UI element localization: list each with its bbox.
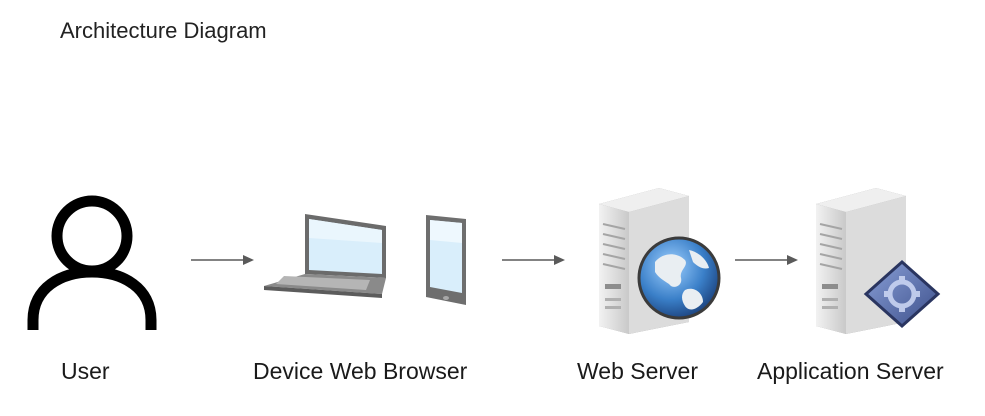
application-server-icon [816,188,941,334]
app-server-label: Application Server [757,358,944,384]
user-node[interactable] [27,188,157,333]
web-server-label: Web Server [577,358,699,384]
browser-label: Device Web Browser [253,358,468,384]
app-server-node[interactable] [810,186,945,336]
web-server-globe-icon [599,188,721,334]
diagram-title: Architecture Diagram [60,18,267,43]
user-icon [27,195,157,330]
arrow-user-to-browser [191,255,254,265]
arrow-browser-to-webserver [502,255,565,265]
user-label: User [61,358,110,384]
arrow-webserver-to-appserver [735,255,798,265]
laptop-icon [264,214,386,298]
web-server-node[interactable] [593,186,723,336]
browser-node[interactable] [262,210,472,305]
tablet-icon [426,215,466,305]
